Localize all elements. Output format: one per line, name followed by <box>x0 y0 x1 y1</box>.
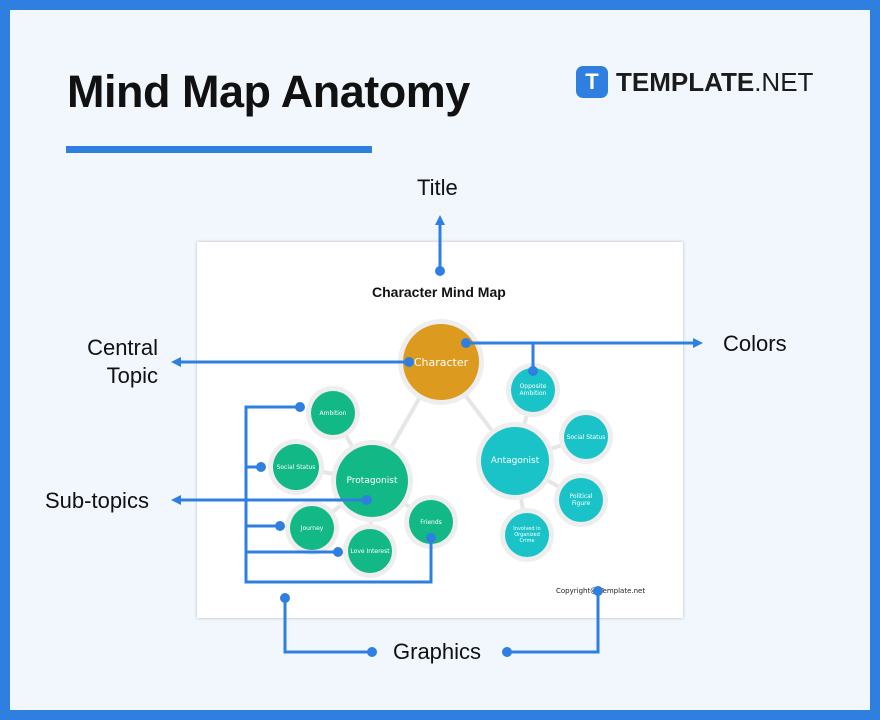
sub-topics-dot <box>362 495 372 505</box>
graphics-label-right-dot <box>502 647 512 657</box>
central-topic-label: Central Topic <box>83 334 158 390</box>
central-topic-label-line2: Topic <box>106 363 158 388</box>
love-interest-dot <box>333 547 343 557</box>
central-topic-dot <box>404 357 414 367</box>
love-interest-node: Love Interest <box>348 529 392 573</box>
graphics-label: Graphics <box>393 639 482 664</box>
colors-label: Colors <box>723 331 787 356</box>
central-topic-node: Character <box>403 324 479 400</box>
graphics-left-dot <box>280 593 290 603</box>
journey-node: Journey <box>290 506 334 550</box>
social-status-dot <box>256 462 266 472</box>
title-dot <box>435 266 445 276</box>
title-label: Title <box>417 175 458 200</box>
graphics-right-dot <box>593 586 603 596</box>
colors-drop-dot <box>528 366 538 376</box>
friends-dot <box>426 533 436 543</box>
protagonist-node: Protagonist <box>336 445 408 517</box>
social-status-right-node: Social Status <box>564 415 608 459</box>
title-underline <box>66 146 372 153</box>
sub-topics-label: Sub-topics <box>45 488 149 513</box>
sub-topics-bracket <box>244 405 433 584</box>
brand-name-bold: TEMPLATE <box>616 66 755 97</box>
graphics-left-line <box>283 598 372 654</box>
template-logo-icon: T <box>576 66 608 98</box>
antagonist-node: Antagonist <box>481 427 549 495</box>
ambition-node: Ambition <box>311 391 355 435</box>
mind-map-title: Character Mind Map <box>372 284 506 300</box>
page-title: Mind Map Anatomy <box>67 66 470 117</box>
central-topic-label-line1: Central <box>87 335 158 360</box>
ambition-dot <box>295 402 305 412</box>
callout-dots <box>256 266 603 657</box>
brand-name: TEMPLATE.NET <box>616 67 813 98</box>
journey-dot <box>275 521 285 531</box>
social-status-left-node: Social Status <box>273 444 319 490</box>
graphics-right-line <box>507 591 600 654</box>
brand-logo: T TEMPLATE.NET <box>576 66 813 98</box>
organized-crime-node: Involved in Organized Crime <box>505 513 549 557</box>
political-figure-node: Political Figure <box>559 478 603 522</box>
colors-dot <box>461 338 471 348</box>
brand-name-rest: .NET <box>754 66 814 97</box>
graphics-label-left-dot <box>367 647 377 657</box>
